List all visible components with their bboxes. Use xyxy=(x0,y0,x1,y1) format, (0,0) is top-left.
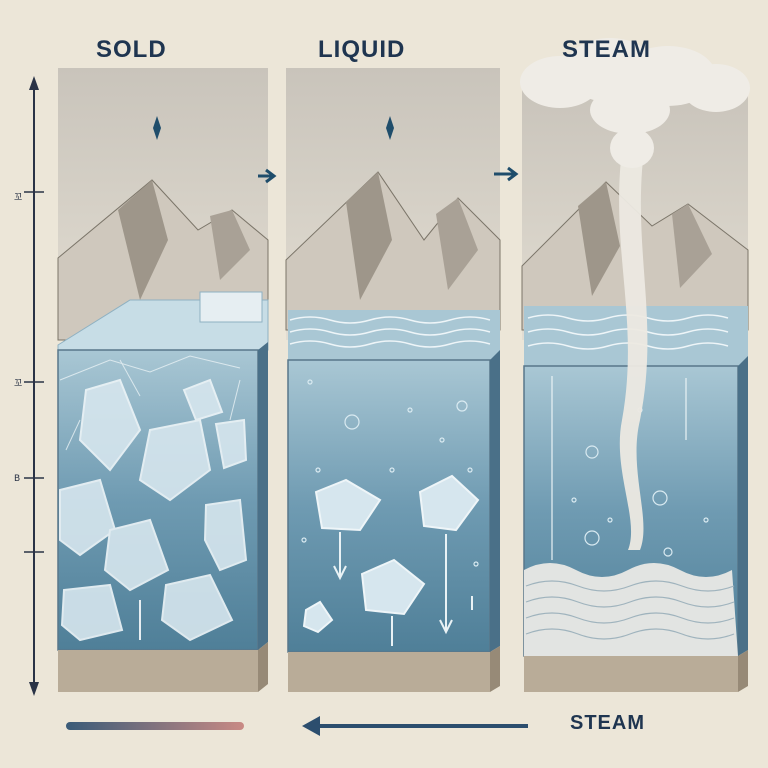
arrow-solid-to-liquid xyxy=(258,168,277,184)
axis-tick-label: 꼬 xyxy=(14,379,23,389)
solid-panel xyxy=(57,68,269,692)
bottom-left-arrow xyxy=(302,716,528,736)
arrow-liquid-to-steam xyxy=(494,166,519,182)
axis-tick-label: B xyxy=(14,474,21,484)
solid-label: SOLD xyxy=(96,36,167,63)
liquid-bubbles xyxy=(301,379,479,567)
bottom-gradient-bar xyxy=(66,722,244,730)
steam-column xyxy=(619,150,648,550)
axis-tick-label: 꼬 xyxy=(14,193,23,203)
ice-blocks xyxy=(59,378,248,642)
steam-panel xyxy=(520,38,750,692)
steam-cloud xyxy=(520,38,750,168)
liquid-diamond-marker xyxy=(386,116,394,140)
steam-wave-layer xyxy=(524,563,738,656)
steam-label: STEAM xyxy=(562,36,651,63)
liquid-label: LIQUID xyxy=(318,36,406,63)
floating-ice xyxy=(302,474,480,634)
vertical-axis xyxy=(24,76,44,696)
solid-diamond-marker xyxy=(153,116,161,140)
liquid-panel xyxy=(285,68,501,692)
bottom-steam-label: STEAM xyxy=(570,712,645,734)
